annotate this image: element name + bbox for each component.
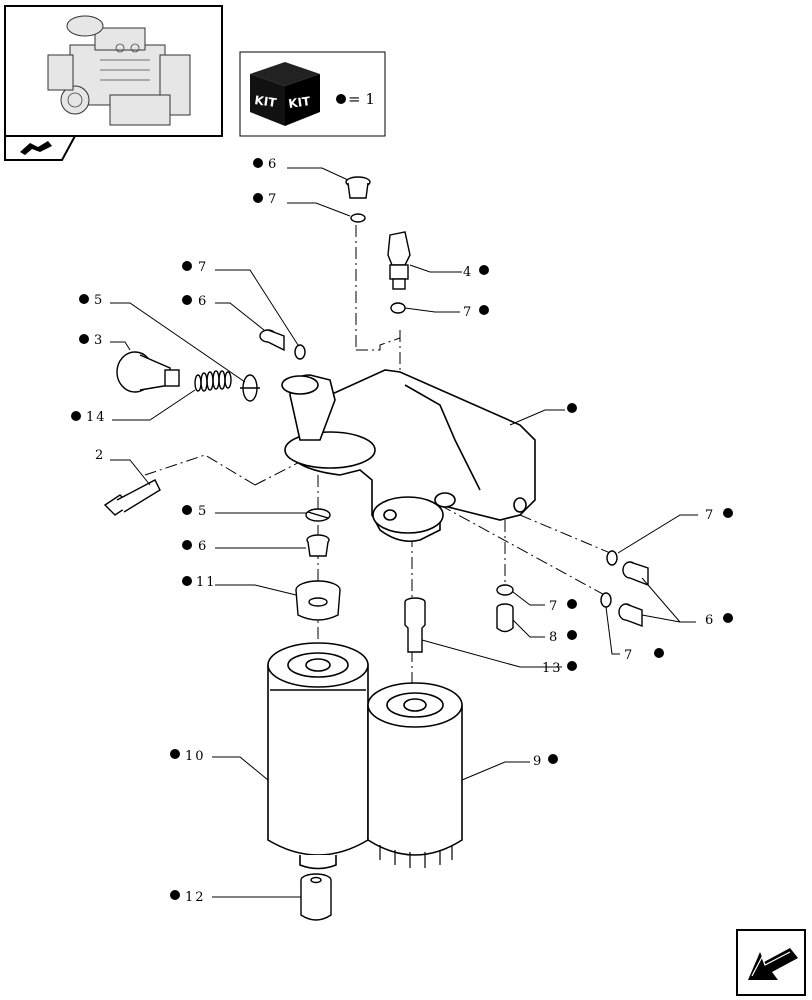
callout-5-upper: 5 [79, 293, 104, 308]
plug-8[interactable] [496, 603, 514, 633]
engine-thumbnail[interactable] [4, 5, 223, 137]
washer-7-upper-left[interactable] [294, 344, 306, 360]
callout-4: 4 [463, 265, 489, 280]
washer-7-lower-right-a[interactable] [606, 550, 618, 566]
svg-text:9: 9 [533, 754, 543, 769]
callout-2: 2 [95, 448, 105, 463]
kit-text-right: KIT [287, 94, 311, 111]
svg-text:7: 7 [198, 260, 208, 275]
washer-7-lower-right-b[interactable] [600, 592, 612, 608]
callout-7-top: 7 [253, 192, 278, 207]
thumbnail-nav-tab[interactable] [4, 135, 77, 161]
callout-14: 14 [71, 410, 107, 425]
callout-5-lower: 5 [182, 504, 208, 519]
plug-6-right-b[interactable] [618, 603, 643, 628]
svg-text:5: 5 [94, 293, 104, 308]
svg-text:12: 12 [185, 890, 206, 905]
kit-legend-label: = 1 [348, 90, 375, 108]
filter-9[interactable] [367, 682, 463, 868]
svg-text:14: 14 [86, 410, 107, 425]
spring-14[interactable] [194, 370, 232, 392]
svg-text:7: 7 [705, 508, 715, 523]
kit-legend: KIT KIT = 1 [239, 51, 386, 137]
svg-text:3: 3 [94, 333, 104, 348]
arrow-icon [748, 948, 798, 980]
callout-3: 3 [79, 333, 104, 348]
callout-6-top: 6 [253, 157, 278, 172]
plug-6-top[interactable] [345, 176, 371, 199]
callout-8: 8 [549, 630, 577, 645]
svg-text:7: 7 [268, 192, 278, 207]
svg-text:7: 7 [549, 599, 559, 614]
callout-9: 9 [533, 754, 558, 769]
svg-text:8: 8 [549, 630, 559, 645]
washer-7-mid[interactable] [496, 584, 514, 596]
callout-13: 13 [542, 661, 577, 676]
callout-7-upper-left: 7 [182, 260, 208, 275]
kit-bullet [336, 94, 346, 104]
plug-6-lower[interactable] [306, 534, 330, 557]
svg-text:11: 11 [196, 575, 217, 590]
svg-text:5: 5 [198, 504, 208, 519]
adapter-11[interactable] [295, 580, 341, 621]
book-icon [20, 141, 52, 155]
washer-7-right[interactable] [390, 302, 406, 314]
valve-disc-5-upper[interactable] [240, 374, 260, 402]
callout-6-right: 6 [705, 613, 733, 628]
callout-6-left: 6 [182, 294, 208, 309]
washer-7-top[interactable] [350, 213, 366, 223]
svg-text:13: 13 [542, 661, 563, 676]
callout-11: 11 [182, 575, 217, 590]
next-page-button[interactable] [736, 929, 806, 996]
callout-7-lower-right-b: 7 [624, 648, 664, 663]
svg-text:6: 6 [198, 294, 208, 309]
svg-text:6: 6 [198, 539, 208, 554]
kit-text-left: KIT [254, 93, 278, 110]
svg-text:7: 7 [463, 305, 473, 320]
plug-6-left[interactable] [259, 329, 285, 352]
plug-6-right-a[interactable] [622, 561, 649, 587]
sleeve-12[interactable] [300, 873, 332, 921]
sensor-4[interactable] [387, 231, 411, 290]
nipple-13[interactable] [404, 597, 426, 653]
svg-text:4: 4 [463, 265, 473, 280]
valve-3[interactable] [116, 351, 180, 393]
callout-7-mid: 7 [549, 599, 577, 614]
svg-text:6: 6 [705, 613, 715, 628]
callout-7-right: 7 [463, 305, 489, 320]
svg-text:2: 2 [95, 448, 105, 463]
filter-head-housing[interactable] [281, 369, 536, 543]
callout-7-lower-right-a: 7 [705, 508, 733, 523]
callouts: 6 7 7 5 6 3 14 2 4 [71, 157, 733, 905]
svg-text:6: 6 [268, 157, 278, 172]
callout-6-lower: 6 [182, 539, 208, 554]
callout-12: 12 [170, 890, 206, 905]
callout-10: 10 [170, 749, 206, 764]
bolt-2[interactable] [103, 479, 161, 516]
svg-text:10: 10 [185, 749, 206, 764]
svg-text:7: 7 [624, 648, 634, 663]
valve-disc-5-lower[interactable] [305, 508, 331, 522]
kit-box-icon: KIT KIT [250, 62, 320, 126]
filter-10[interactable] [267, 642, 369, 870]
callout-1-housing [567, 403, 577, 413]
leader-lines [110, 167, 698, 898]
